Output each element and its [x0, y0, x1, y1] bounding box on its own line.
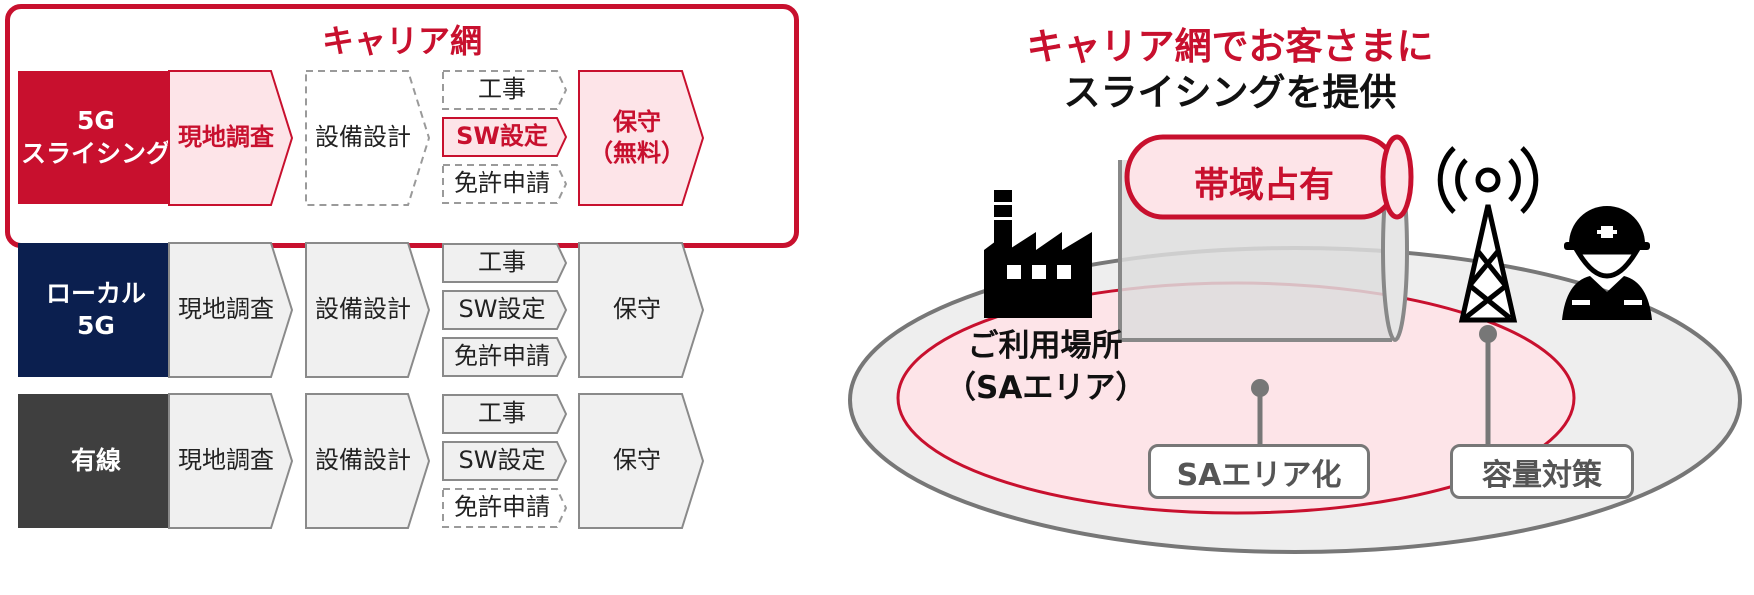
- step-maintenance: [578, 242, 705, 378]
- step-site-survey-label: 現地調査: [178, 446, 274, 475]
- substep-license-label: 免許申請: [454, 169, 550, 198]
- pin-sa-area: [1251, 379, 1269, 452]
- substep-license: [442, 488, 568, 528]
- substep-license-label: 免許申請: [454, 493, 550, 522]
- step-maintenance-free: [578, 70, 705, 206]
- substep-construction-label: 工事: [478, 75, 526, 104]
- cell-tower-icon: [1437, 146, 1539, 323]
- substep-construction-label: 工事: [478, 399, 526, 428]
- step-site-survey: [168, 70, 294, 206]
- substep-construction: [442, 394, 568, 434]
- substep-license-label: 免許申請: [454, 342, 550, 371]
- carrier-network-title: キャリア網: [321, 22, 482, 60]
- step-site-survey-label: 現地調査: [178, 295, 274, 324]
- step-equipment-design: [305, 393, 431, 529]
- step-maintenance-label: 保守: [613, 295, 661, 324]
- substep-sw-config-label: SW設定: [458, 295, 546, 324]
- substep-sw-config: [442, 290, 568, 330]
- step-site-survey-label: 現地調査: [178, 123, 274, 152]
- band-occupancy-label: 帯域占有: [1193, 166, 1334, 206]
- step-equipment-design: [305, 70, 431, 206]
- factory-icon: [984, 190, 1092, 318]
- capacity-pill: 容量対策: [1450, 444, 1634, 499]
- substep-construction: [442, 243, 568, 283]
- step-equipment-design-label: 設備設計: [315, 123, 411, 152]
- heading-line-1: キャリア網でお客さまに: [1026, 25, 1434, 68]
- step-maintenance-label: 保守: [613, 446, 661, 475]
- step-equipment-design-label: 設備設計: [315, 446, 411, 475]
- row-label-5g-slicing: 5G スライシング: [18, 71, 174, 204]
- site-label: ご利用場所 （SAエリア）: [945, 328, 1147, 406]
- step-site-survey: [168, 242, 294, 378]
- step-equipment-design-label: 設備設計: [315, 295, 411, 324]
- pin-capacity: [1479, 325, 1497, 452]
- band-tube: [1124, 134, 1414, 220]
- row-label-wired: 有線: [18, 394, 174, 528]
- step-maintenance-free-label: 保守 （無料）: [589, 107, 685, 167]
- substep-construction-label: 工事: [478, 248, 526, 277]
- substep-sw-config-label: SW設定: [456, 122, 548, 151]
- row-label-local-5g: ローカル 5G: [18, 243, 174, 377]
- substep-license: [442, 164, 568, 204]
- step-equipment-design: [305, 242, 431, 378]
- substep-sw-config-label: SW設定: [458, 446, 546, 475]
- step-maintenance: [578, 393, 705, 529]
- substep-license: [442, 337, 568, 377]
- worker-helmet-icon: [1562, 206, 1652, 320]
- substep-sw-config: [442, 441, 568, 481]
- heading-line-2: スライシングを提供: [1063, 71, 1397, 114]
- step-site-survey: [168, 393, 294, 529]
- substep-sw-config: [442, 117, 568, 157]
- sa-area-pill: SAエリア化: [1148, 444, 1370, 499]
- substep-construction: [442, 70, 568, 110]
